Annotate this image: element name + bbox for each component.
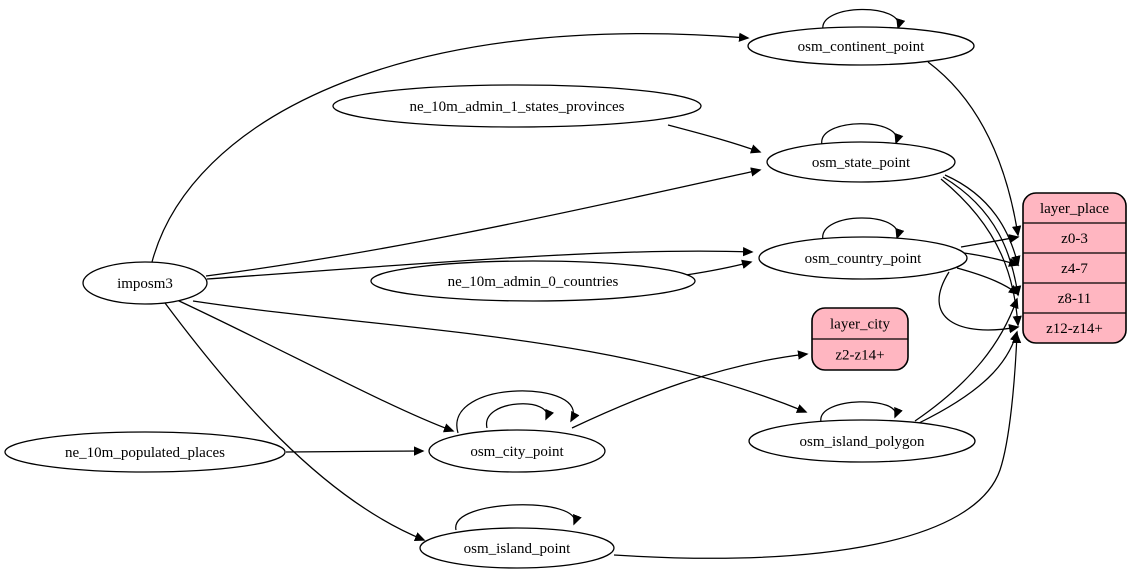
edge-selfloop-osm_island_point xyxy=(455,504,582,531)
node-shape-osm_island_point xyxy=(419,527,615,569)
edge-imposm3-to-osm_state_point xyxy=(205,167,762,277)
node-label-osm_country_point: osm_country_point xyxy=(805,251,922,267)
node-osm_city_point: osm_city_point xyxy=(428,429,606,473)
edge-selfloop-osm_country_point xyxy=(822,217,905,241)
node-shape-ne_10m_populated_places xyxy=(4,431,286,473)
node-shape-osm_city_point xyxy=(428,429,606,473)
node-label-osm_city_point: osm_city_point xyxy=(470,444,564,460)
edge-osm_country_point-to-layer_place-z12-z14+ xyxy=(938,271,1020,334)
node-label-osm_island_point: osm_island_point xyxy=(464,541,572,557)
node-shape-osm_continent_point xyxy=(747,26,975,66)
node-label-osm_continent_point: osm_continent_point xyxy=(798,39,925,55)
node-shape-imposm3 xyxy=(82,261,208,305)
node-ne_10m_admin_1_states_provinces: ne_10m_admin_1_states_provinces xyxy=(332,84,702,128)
node-label-ne_10m_admin_1_states_provinces: ne_10m_admin_1_states_provinces xyxy=(410,99,625,115)
edge-selfloop-osm_city_point-inner xyxy=(486,403,554,429)
record-row-layer_city-z2-z14+: z2-z14+ xyxy=(835,348,884,364)
edge-ne_10m_admin_1_states_provinces-to-osm_state_point xyxy=(667,124,762,154)
record-header-layer_city: layer_city xyxy=(830,317,890,333)
edge-imposm3-to-osm_country_point xyxy=(206,247,754,280)
edge-osm_city_point-to-layer_city-z2-z14+ xyxy=(571,350,809,429)
node-osm_country_point: osm_country_point xyxy=(758,236,968,280)
node-shape-ne_10m_admin_0_countries xyxy=(370,260,696,302)
edge-selfloop-osm_continent_point xyxy=(822,8,906,31)
node-label-imposm3: imposm3 xyxy=(117,276,173,292)
edge-selfloop-osm_state_point xyxy=(821,123,904,146)
record-row-layer_place-z4-7: z4-7 xyxy=(1061,261,1088,277)
node-shape-ne_10m_admin_1_states_provinces xyxy=(332,84,702,128)
record-row-layer_place-z8-11: z8-11 xyxy=(1058,291,1092,307)
node-imposm3: imposm3 xyxy=(82,261,208,305)
edge-imposm3-to-osm_city_point xyxy=(176,299,455,433)
node-label-ne_10m_populated_places: ne_10m_populated_places xyxy=(65,445,225,461)
node-osm_state_point: osm_state_point xyxy=(766,141,956,183)
edge-osm_country_point-to-layer_place-z4-7 xyxy=(963,252,1020,267)
record-row-layer_place-z12-z14+: z12-z14+ xyxy=(1046,321,1103,337)
node-label-osm_state_point: osm_state_point xyxy=(812,155,911,171)
record-layer_place: layer_place z0-3 z4-7 z8-11 z12-z14+ xyxy=(1022,192,1127,344)
edges-layer xyxy=(151,8,1022,559)
node-ne_10m_populated_places: ne_10m_populated_places xyxy=(4,431,286,473)
edge-osm_state_point-to-layer_place-z8-11 xyxy=(942,176,1022,297)
node-osm_island_polygon: osm_island_polygon xyxy=(748,419,976,463)
node-label-osm_island_polygon: osm_island_polygon xyxy=(799,434,925,450)
record-header-layer_place: layer_place xyxy=(1040,201,1109,217)
edge-osm_country_point-to-layer_place-z0-3 xyxy=(960,234,1020,248)
record-shape-layer_place xyxy=(1022,192,1127,344)
edge-osm_continent_point-to-layer_place-z0-3 xyxy=(927,61,1022,237)
edge-osm_state_point-to-layer_place-z4-7 xyxy=(944,174,1021,267)
edge-imposm3-to-osm_island_polygon xyxy=(192,300,808,413)
edge-osm_island_point-to-layer_place-z12-z14+ xyxy=(613,332,1022,559)
edge-osm_country_point-to-layer_place-z8-11 xyxy=(956,267,1020,295)
edge-imposm3-to-osm_island_point xyxy=(164,302,426,541)
node-osm_continent_point: osm_continent_point xyxy=(747,26,975,66)
node-label-ne_10m_admin_0_countries: ne_10m_admin_0_countries xyxy=(448,274,619,290)
node-shape-osm_state_point xyxy=(766,141,956,183)
node-osm_island_point: osm_island_point xyxy=(419,527,615,569)
node-shape-osm_country_point xyxy=(758,236,968,280)
edge-osm_island_polygon-to-layer_place-z8-11 xyxy=(914,297,1019,422)
nodes-layer: imposm3 ne_10m_admin_1_states_provincesne… xyxy=(4,26,1127,569)
edge-ne_10m_admin_0_countries-to-osm_country_point xyxy=(685,259,753,276)
edge-selfloop-osm_city_point-outer xyxy=(456,390,580,434)
edge-ne_10m_populated_places-to-osm_city_point xyxy=(285,446,425,456)
edge-imposm3-to-osm_continent_point xyxy=(151,32,750,263)
node-ne_10m_admin_0_countries: ne_10m_admin_0_countries xyxy=(370,260,696,302)
record-row-layer_place-z0-3: z0-3 xyxy=(1061,231,1088,247)
edge-selfloop-osm_island_polygon xyxy=(820,401,903,423)
record-layer_city: layer_city z2-z14+ xyxy=(811,307,909,371)
node-shape-osm_island_polygon xyxy=(748,419,976,463)
